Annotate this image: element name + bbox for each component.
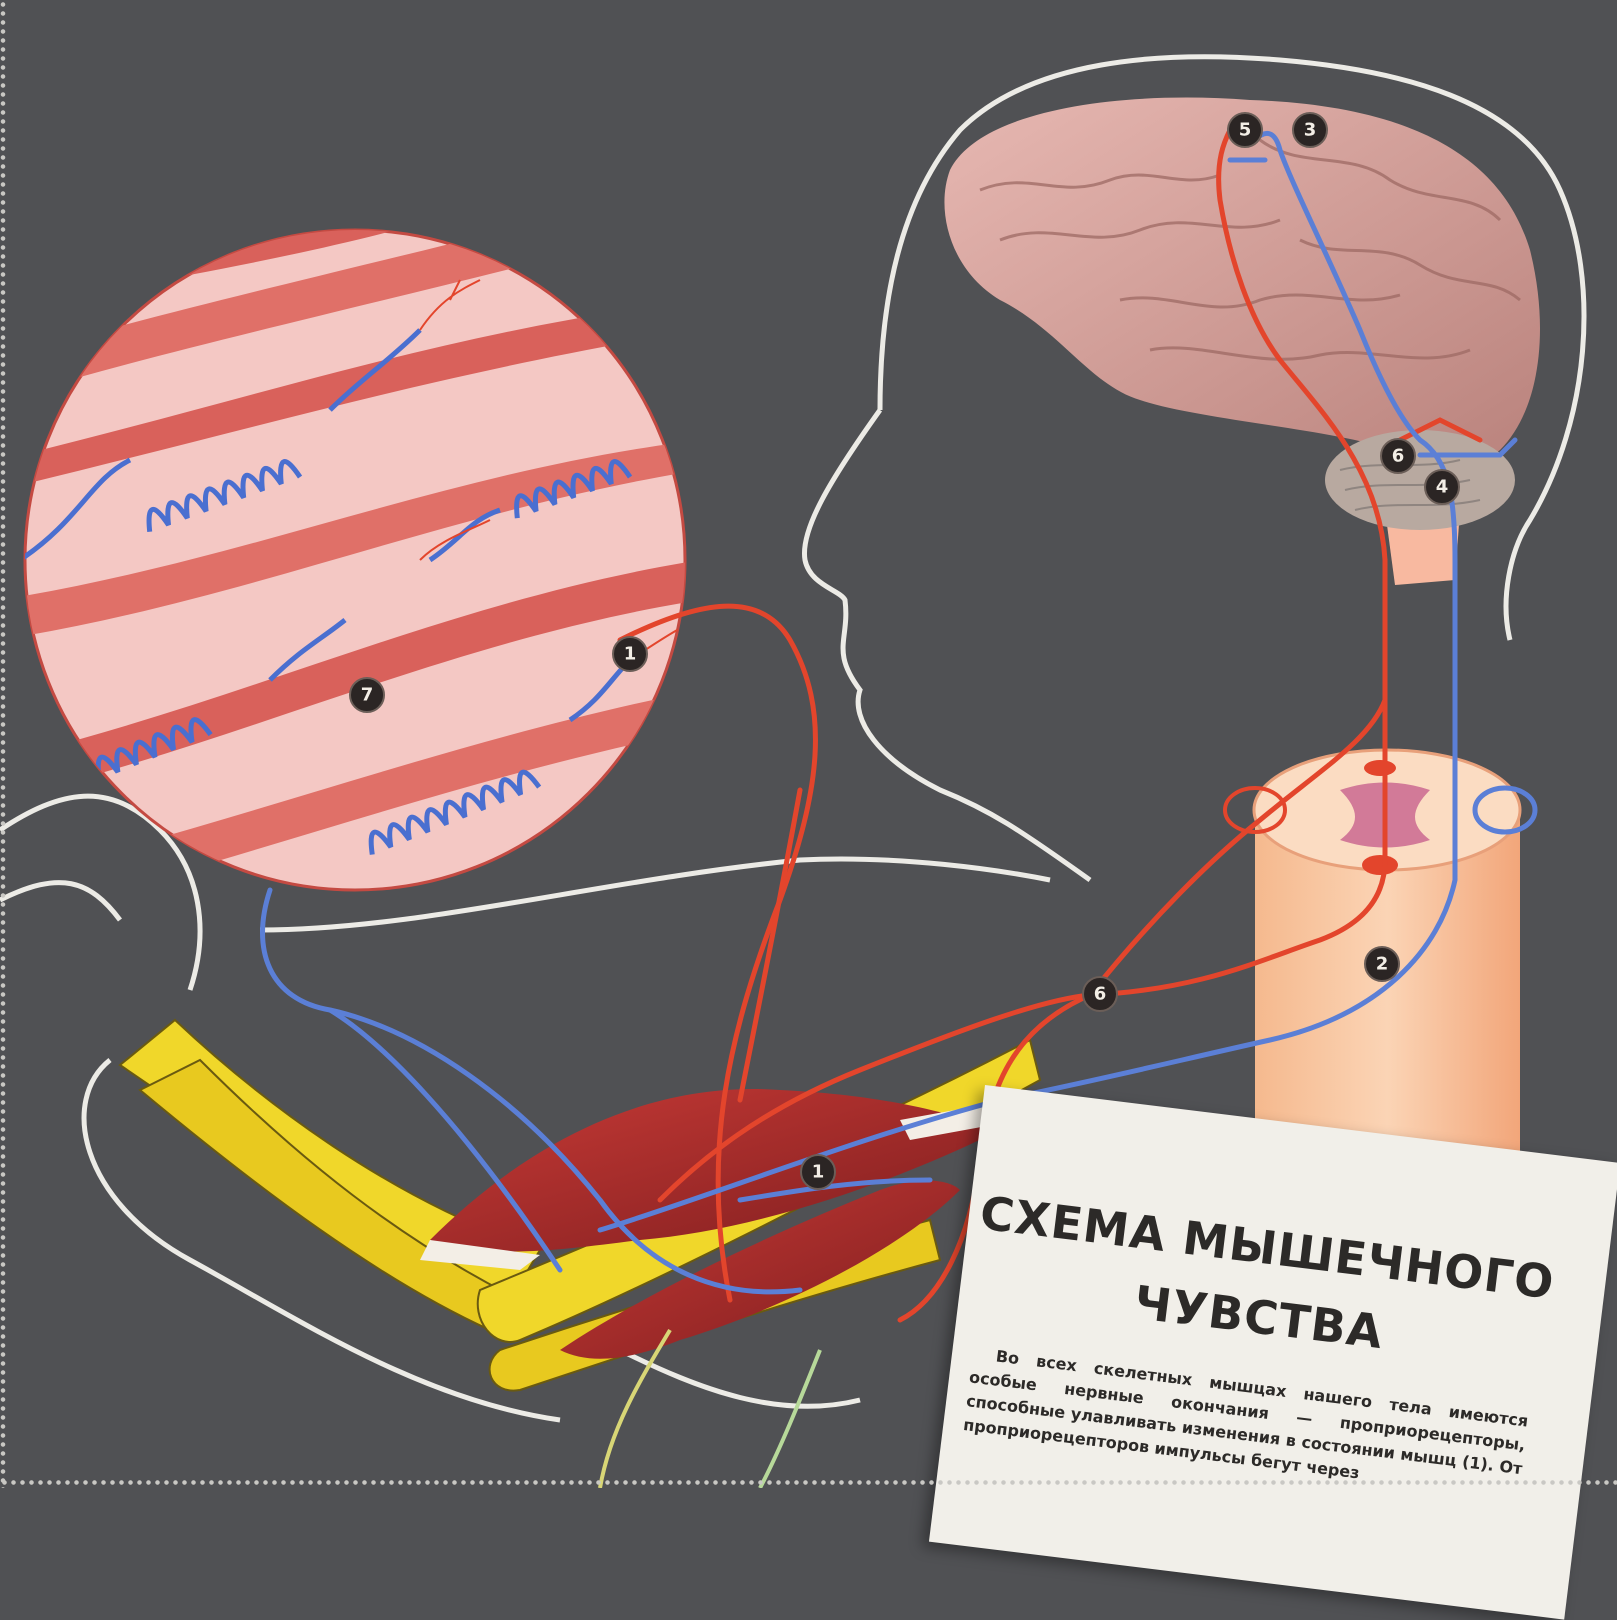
marker-6-brain: 6 (1381, 439, 1415, 473)
marker-1-circle: 1 (613, 637, 647, 671)
marker-1-arm-label: 1 (812, 1162, 825, 1183)
caption-card: СХЕМА МЫШЕЧНОГО ЧУВСТВА Во всех скелетны… (929, 1085, 1617, 1620)
perforation-left (0, 0, 6, 1488)
marker-1-arm: 1 (801, 1155, 835, 1189)
marker-5: 5 (1228, 113, 1262, 147)
perforation-bottom (0, 1478, 1617, 1488)
marker-1-circle-label: 1 (624, 644, 637, 665)
marker-7: 7 (350, 678, 384, 712)
marker-7-label: 7 (361, 685, 374, 706)
marker-3-label: 3 (1304, 120, 1317, 141)
marker-3: 3 (1293, 113, 1327, 147)
marker-6-ganglion-label: 6 (1094, 984, 1107, 1005)
marker-2-label: 2 (1376, 954, 1389, 975)
marker-4-label: 4 (1436, 477, 1449, 498)
marker-4: 4 (1425, 470, 1459, 504)
marker-5-label: 5 (1239, 120, 1252, 141)
marker-6-brain-label: 6 (1392, 446, 1405, 467)
marker-2: 2 (1365, 947, 1399, 981)
marker-6-ganglion: 6 (1083, 977, 1117, 1011)
